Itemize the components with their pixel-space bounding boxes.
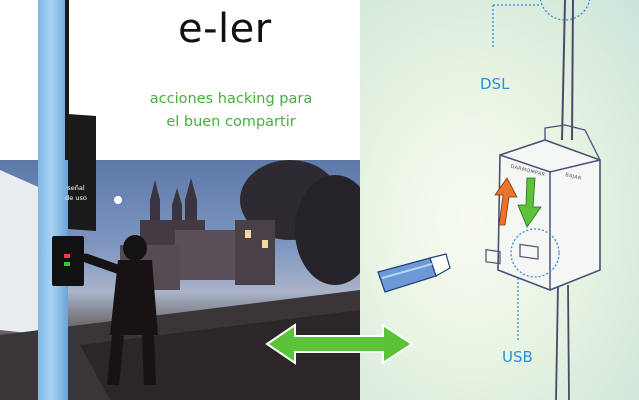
page-title: e-ler	[178, 6, 272, 52]
page-subtitle: acciones hacking para el buen compartir	[136, 88, 326, 134]
light-pole	[38, 0, 68, 400]
sign-text: señal de uso	[56, 183, 96, 203]
led-red	[64, 254, 70, 258]
device-arrows	[494, 177, 542, 228]
photo-scene	[0, 160, 360, 400]
label-dsl: DSL	[480, 75, 510, 93]
double-arrow-icon	[265, 323, 414, 365]
sign-line-1: señal	[67, 184, 85, 192]
black-sign	[68, 114, 96, 231]
subtitle-line-2: el buen compartir	[166, 114, 296, 130]
label-usb: USB	[502, 348, 533, 366]
sketch-drawing	[377, 0, 601, 400]
upload-arrow-icon	[494, 177, 518, 226]
download-arrow-icon	[517, 177, 542, 228]
usb-stick-icon	[377, 253, 451, 293]
sign-line-2: de uso	[65, 194, 87, 202]
sketch-panel	[360, 0, 639, 400]
led-green	[64, 262, 70, 266]
hacking-box	[52, 236, 84, 286]
subtitle-line-1: acciones hacking para	[149, 91, 313, 107]
pole-cable	[65, 0, 69, 160]
